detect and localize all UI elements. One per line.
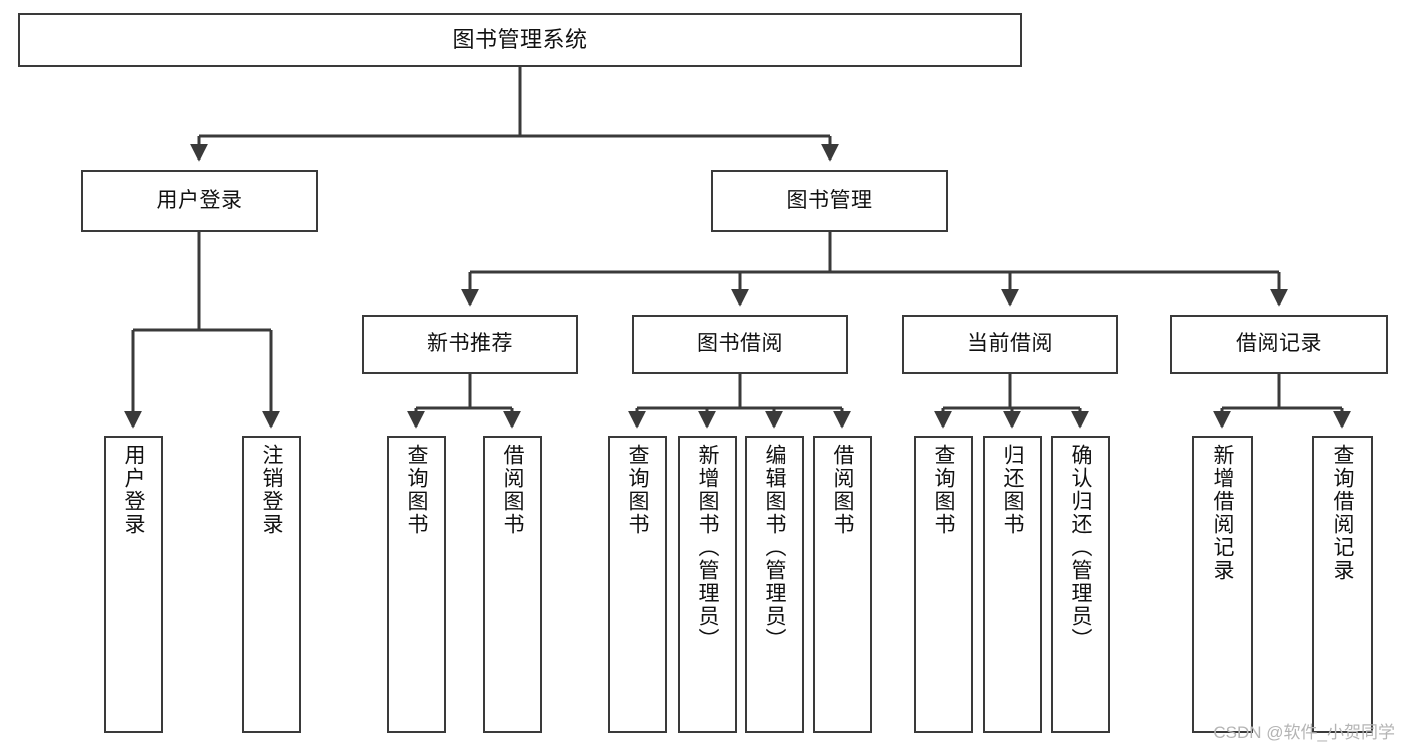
node-book-borrow[interactable]: 图书借阅	[632, 315, 848, 374]
leaf-borrow-book-label: 借阅图书	[831, 444, 854, 536]
leaf-logout[interactable]: 注销登录	[242, 436, 301, 733]
node-new-book-recommend[interactable]: 新书推荐	[362, 315, 578, 374]
leaf-edit-book-admin-label: 编辑图书（管理员）	[763, 444, 786, 651]
leaf-newbook-query-book-label: 查询图书	[405, 444, 428, 536]
leaf-add-borrow-record[interactable]: 新增借阅记录	[1192, 436, 1253, 733]
node-user-login[interactable]: 用户登录	[81, 170, 318, 232]
leaf-user-login-label: 用户登录	[122, 444, 145, 536]
leaf-borrow-query-book-label: 查询图书	[626, 444, 649, 536]
leaf-add-book-admin-label: 新增图书（管理员）	[696, 444, 719, 651]
leaf-return-book-label: 归还图书	[1001, 444, 1024, 536]
node-root-label: 图书管理系统	[452, 27, 588, 53]
leaf-logout-label: 注销登录	[260, 444, 283, 536]
leaf-add-borrow-record-label: 新增借阅记录	[1211, 444, 1234, 582]
leaf-current-query-book-label: 查询图书	[932, 444, 955, 536]
leaf-return-book[interactable]: 归还图书	[983, 436, 1042, 733]
leaf-edit-book-admin[interactable]: 编辑图书（管理员）	[745, 436, 804, 733]
node-book-management[interactable]: 图书管理	[711, 170, 948, 232]
node-borrow-record[interactable]: 借阅记录	[1170, 315, 1388, 374]
leaf-current-query-book[interactable]: 查询图书	[914, 436, 973, 733]
node-current-borrow-label: 当前借阅	[967, 332, 1053, 356]
node-book-management-label: 图书管理	[786, 188, 873, 212]
leaf-query-borrow-record-label: 查询借阅记录	[1331, 444, 1354, 582]
node-current-borrow[interactable]: 当前借阅	[902, 315, 1118, 374]
leaf-confirm-return-admin[interactable]: 确认归还（管理员）	[1051, 436, 1110, 733]
node-new-book-recommend-label: 新书推荐	[427, 332, 513, 356]
node-book-borrow-label: 图书借阅	[697, 332, 783, 356]
leaf-add-book-admin[interactable]: 新增图书（管理员）	[678, 436, 737, 733]
leaf-query-borrow-record[interactable]: 查询借阅记录	[1312, 436, 1373, 733]
leaf-borrow-query-book[interactable]: 查询图书	[608, 436, 667, 733]
leaf-borrow-book[interactable]: 借阅图书	[813, 436, 872, 733]
node-borrow-record-label: 借阅记录	[1236, 332, 1322, 356]
node-user-login-label: 用户登录	[156, 188, 243, 212]
leaf-newbook-borrow-book-label: 借阅图书	[501, 444, 524, 536]
leaf-newbook-borrow-book[interactable]: 借阅图书	[483, 436, 542, 733]
leaf-user-login[interactable]: 用户登录	[104, 436, 163, 733]
leaf-newbook-query-book[interactable]: 查询图书	[387, 436, 446, 733]
node-root[interactable]: 图书管理系统	[18, 13, 1022, 67]
leaf-confirm-return-admin-label: 确认归还（管理员）	[1069, 444, 1092, 651]
